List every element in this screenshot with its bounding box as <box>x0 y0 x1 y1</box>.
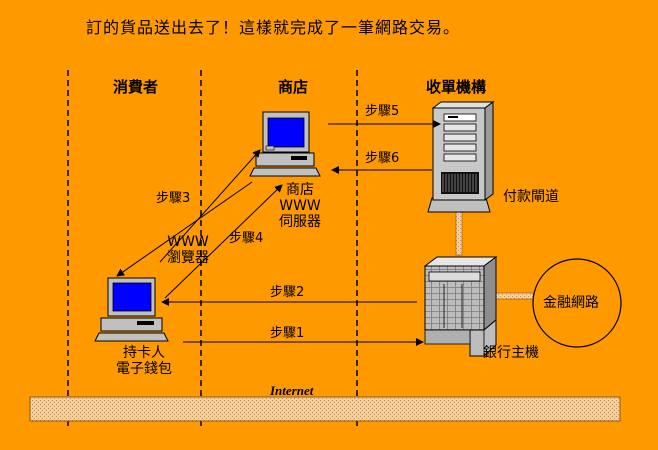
store-server-label-line2: WWW <box>279 198 321 215</box>
store-computer-icon <box>249 111 321 177</box>
payment-gateway-label: 付款閘道 <box>503 189 559 205</box>
column-dividers <box>67 70 358 430</box>
cardholder-label: 持卡人 電子錢包 <box>102 345 186 377</box>
browser-label-line2: 瀏覽器 <box>167 250 209 267</box>
gateway-to-bank-link <box>455 210 463 256</box>
cardholder-label-line1: 持卡人 <box>123 345 165 361</box>
financial-network-label: 金融網路 <box>543 295 599 311</box>
arrow-step3 <box>159 149 261 263</box>
step3-label: 步驟3 <box>156 191 191 206</box>
page-title: 訂的貨品送出去了！這樣就完成了一筆網路交易。 <box>86 18 461 37</box>
column-header-store: 商店 <box>278 78 309 96</box>
browser-label-line1: WWW <box>167 234 209 250</box>
store-server-label: 商店 WWW 伺服器 <box>270 182 330 230</box>
browser-label: WWW 瀏覽器 <box>158 234 218 266</box>
bank-to-network-link <box>490 292 534 300</box>
step6-label: 步驟6 <box>365 151 400 166</box>
column-header-consumer: 消費者 <box>113 78 159 96</box>
step5-label: 步驟5 <box>365 104 400 119</box>
step1-label: 步驟1 <box>270 326 305 341</box>
payment-gateway-server-icon <box>427 101 495 213</box>
step-arrows <box>116 120 441 346</box>
cardholder-computer-icon <box>94 277 169 342</box>
store-server-label-line3: 伺服器 <box>279 214 321 231</box>
financial-network-circle <box>532 258 622 348</box>
store-server-label-line1: 商店 <box>286 182 314 198</box>
internet-bar <box>29 396 621 422</box>
arrow-store-server-step4 <box>164 184 283 299</box>
column-header-acquirer: 收單機構 <box>426 78 487 96</box>
internet-label: Internet <box>270 383 314 398</box>
cardholder-label-line2: 電子錢包 <box>116 361 172 378</box>
bank-host-label: 銀行主機 <box>483 345 539 361</box>
step4-label: 步驟4 <box>229 231 264 246</box>
step2-label: 步驟2 <box>270 285 305 300</box>
bank-host-icon <box>423 256 498 357</box>
arrow-step4 <box>116 181 253 277</box>
